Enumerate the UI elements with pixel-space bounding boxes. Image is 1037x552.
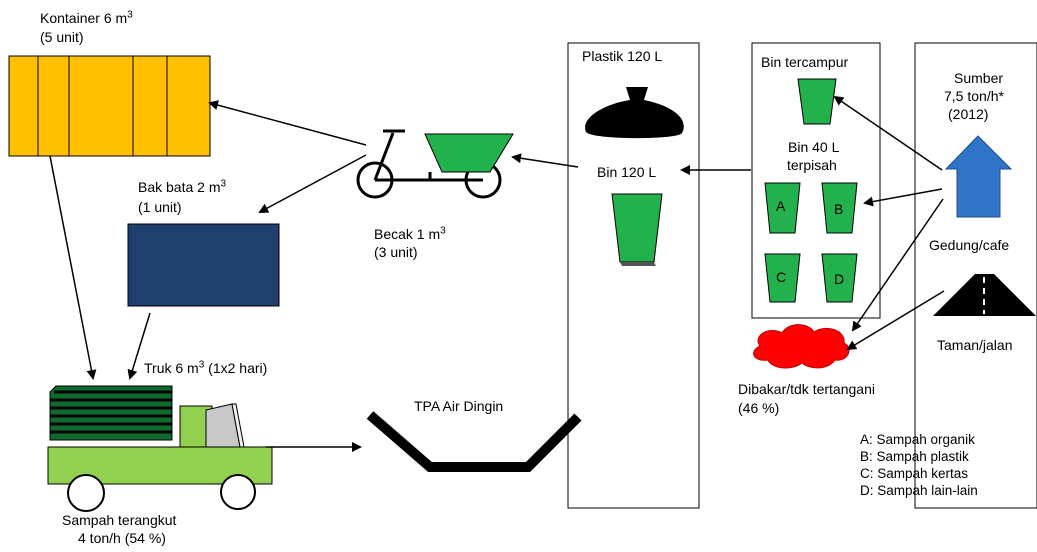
bin-120-icon — [611, 193, 663, 263]
bin-tercampur-label: Bin tercampur — [761, 54, 849, 70]
burn-cloud-icon — [753, 324, 850, 369]
container-icon — [8, 55, 211, 157]
kontainer-label: Kontainer 6 m3 — [40, 9, 133, 26]
kontainer-unit-label: (5 unit) — [40, 29, 84, 45]
terangkut-label-line2: 4 ton/h (54 %) — [78, 530, 166, 546]
bin-a-icon — [764, 182, 801, 234]
tpa-icon — [366, 411, 582, 472]
bin-40-label-line1: Bin 40 L — [788, 139, 840, 155]
sumber-label-line2: 7,5 ton/h* — [944, 88, 1004, 104]
bak-bata-unit-label: (1 unit) — [138, 199, 182, 215]
becak-icon — [356, 129, 514, 199]
bak-bata-label: Bak bata 2 m3 — [138, 178, 227, 195]
dibakar-label-line1: Dibakar/tdk tertangani — [738, 381, 875, 397]
tpa-label: TPA Air Dingin — [414, 398, 504, 414]
building-icon — [944, 135, 1013, 218]
bin-b-letter: B — [834, 201, 844, 217]
sumber-label-line3: (2012) — [948, 106, 989, 122]
bin-b-icon — [821, 182, 858, 234]
becak-label: Becak 1 m3 — [374, 225, 446, 242]
taman-label: Taman/jalan — [937, 337, 1013, 353]
flow-arrows — [49, 95, 945, 452]
bin-legend: A: Sampah organik B: Sampah plastik C: S… — [860, 431, 978, 499]
bin-c-letter: C — [776, 269, 787, 285]
legend-item-c: C: Sampah kertas — [860, 466, 969, 481]
plastic-bag-icon — [585, 87, 684, 139]
bin-120-label: Bin 120 L — [597, 164, 657, 180]
bin-c-icon — [764, 253, 801, 303]
road-icon — [933, 274, 1036, 316]
gedung-label: Gedung/cafe — [929, 237, 1010, 253]
legend-item-b: B: Sampah plastik — [860, 449, 969, 464]
becak-unit-label: (3 unit) — [374, 244, 418, 260]
legend-item-a: A: Sampah organik — [860, 432, 975, 447]
plastik-120-label: Plastik 120 L — [582, 48, 663, 64]
brick-tank-icon — [127, 223, 280, 307]
bin-d-icon — [821, 253, 858, 303]
bin-40-label-line2: terpisah — [787, 157, 837, 173]
truck-icon — [47, 385, 273, 512]
bin-a-letter: A — [776, 198, 786, 214]
dibakar-label-line2: (46 %) — [738, 400, 780, 416]
bin-tercampur-icon — [797, 78, 837, 125]
terangkut-label-line1: Sampah terangkut — [62, 512, 177, 528]
legend-item-d: D: Sampah lain-lain — [860, 483, 978, 498]
sumber-label-line1: Sumber — [954, 70, 1004, 86]
truk-label: Truk 6 m3 (1x2 hari) — [144, 359, 268, 376]
bin-d-letter: D — [834, 271, 845, 287]
